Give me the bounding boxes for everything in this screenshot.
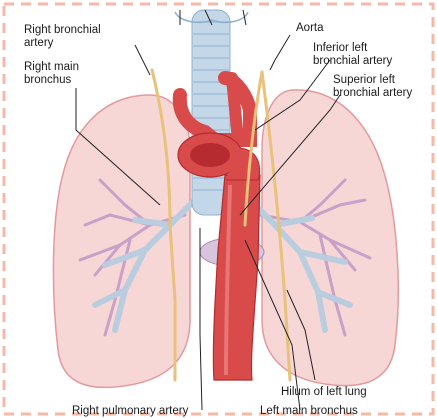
label-inferior-left-bronchial-artery-line1: Inferior left [313,42,367,55]
left-lung [262,90,398,386]
label-aorta: Aorta [296,22,324,35]
right-lung [53,95,190,387]
label-left-main-bronchus: Left main bronchus [260,405,358,418]
label-right-bronchial-artery-line2: artery [24,37,53,50]
label-right-pulmonary-artery: Right pulmonary artery [72,405,188,418]
label-right-main-bronchus-line1: Right main [24,61,79,74]
label-superior-left-bronchial-artery-line1: Superior left [333,74,395,87]
label-right-main-bronchus-line2: bronchus [24,74,71,87]
label-superior-left-bronchial-artery-line2: bronchial artery [333,87,412,100]
label-inferior-left-bronchial-artery-line2: bronchial artery [313,55,392,68]
label-hilum-of-left-lung: Hilum of left lung [281,386,367,399]
label-right-bronchial-artery-line1: Right bronchial [24,24,101,37]
